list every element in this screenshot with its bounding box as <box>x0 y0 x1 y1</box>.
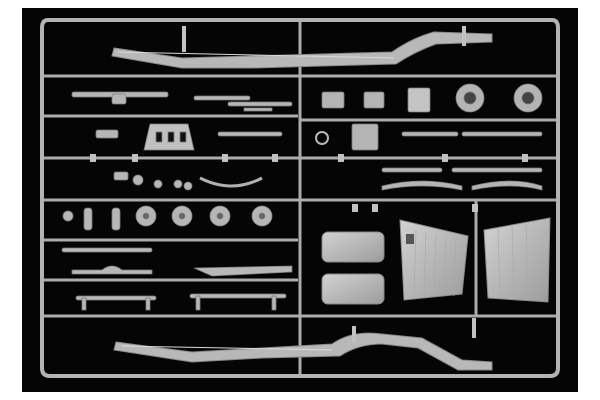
chassis-rail-top <box>111 31 493 69</box>
seat-panels <box>321 231 385 305</box>
axle-parts-left-lower <box>61 247 293 311</box>
small-parts-right-upper <box>315 83 543 191</box>
small-parts-left-middle <box>62 171 273 231</box>
sprue-runners <box>44 22 556 374</box>
runner-gates <box>90 26 528 342</box>
sprue-drawing <box>40 18 560 378</box>
chassis-rail-bottom <box>113 332 493 371</box>
small-parts-left-upper <box>71 91 293 151</box>
sprue-frame <box>40 18 560 378</box>
fender-panels <box>399 217 551 303</box>
model-kit-sprue-photo <box>22 8 578 392</box>
